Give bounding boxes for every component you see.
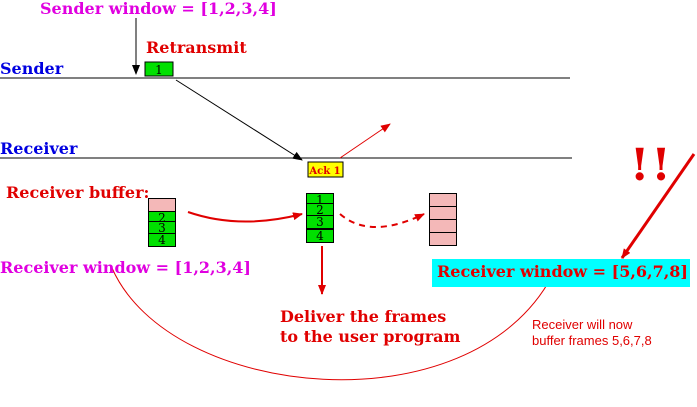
buffer-refill-arrow <box>339 213 425 228</box>
buffer-shift-arrow <box>187 211 303 223</box>
deliver-label-line2: to the user program <box>280 327 461 346</box>
sender-label: Sender <box>0 59 64 78</box>
buffer-after-slot-2 <box>429 206 457 220</box>
receiver-window-new-label: Receiver window = [5,6,7,8] <box>437 262 688 281</box>
ack-label: Ack 1 <box>308 166 340 177</box>
retransmit-arrow <box>175 79 303 161</box>
ack-arrow <box>339 123 391 159</box>
exclamation-marks: !! <box>630 140 673 191</box>
emphasis-arrow <box>620 153 696 259</box>
retransmit-frame-number: 1 <box>155 63 163 77</box>
buffer-after-slot-4 <box>429 232 457 246</box>
buffer-delivered-slot-4: 4 <box>306 229 334 243</box>
receiver-label: Receiver <box>0 139 78 158</box>
receiver-window-old-label: Receiver window = [1,2,3,4] <box>0 258 251 277</box>
buffer-before-slot-3: 3 <box>148 221 176 235</box>
buffer-before-slot-1 <box>148 198 176 212</box>
ack-box <box>307 161 344 178</box>
deliver-label-line1: Deliver the frames <box>280 307 447 326</box>
buffer-delivered-slot-3: 3 <box>306 215 334 229</box>
retransmit-label: Retransmit <box>146 38 247 57</box>
buffer-after-slot-1 <box>429 193 457 207</box>
note-label-line2: buffer frames 5,6,7,8 <box>532 333 652 348</box>
receiver-buffer-label: Receiver buffer: <box>6 183 150 202</box>
retransmit-frame-box <box>144 61 174 77</box>
receiver-window-new-box <box>432 259 690 287</box>
note-label-line1: Receiver will now <box>532 317 633 332</box>
buffer-before-slot-4: 4 <box>148 233 176 247</box>
buffer-after-slot-3 <box>429 219 457 233</box>
window-advance-arrow <box>111 267 553 381</box>
sender-window-label: Sender window = [1,2,3,4] <box>40 0 277 18</box>
